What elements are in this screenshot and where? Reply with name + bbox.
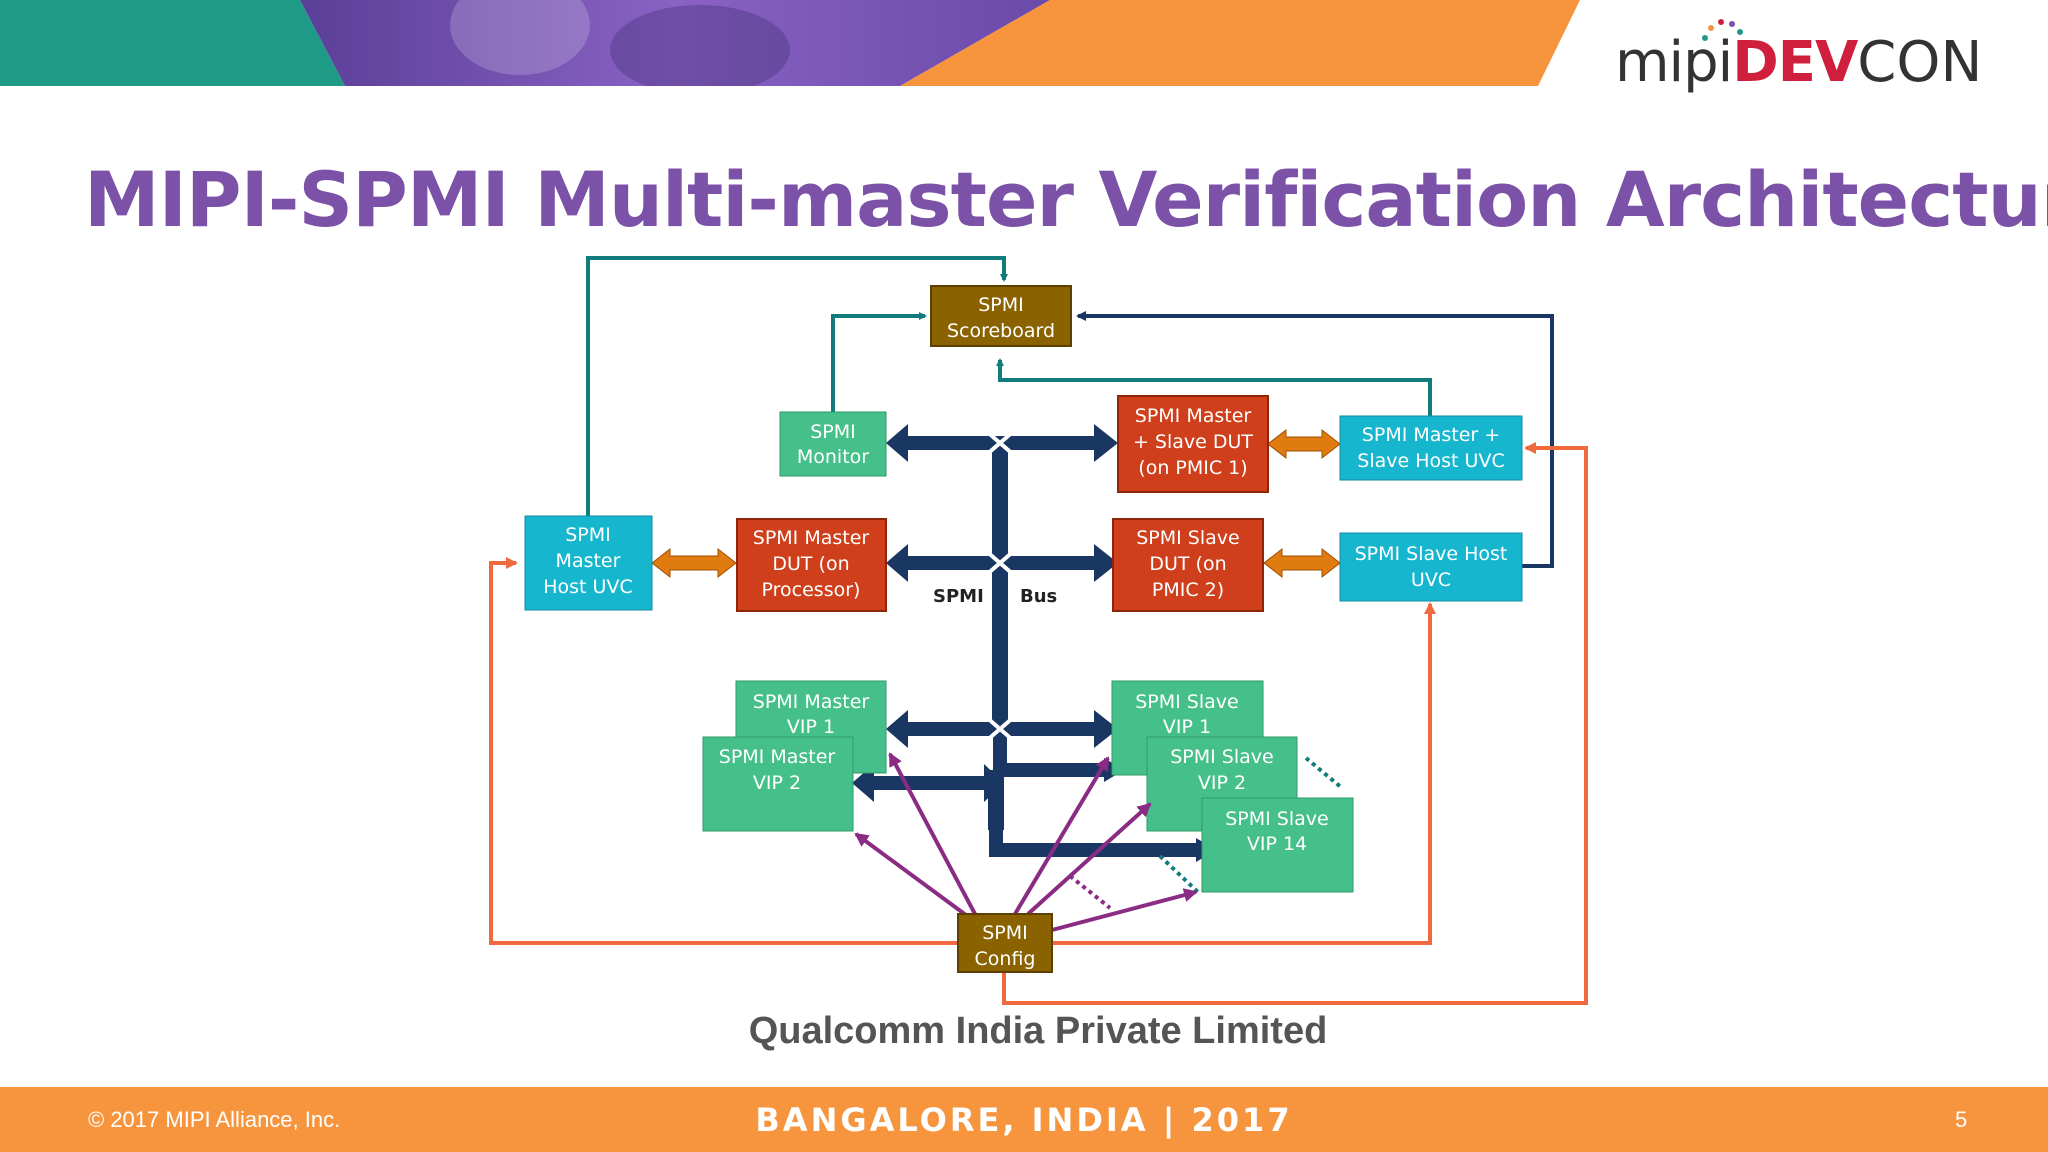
master-slave-uvc-line2: Slave Host UVC (1357, 450, 1504, 472)
master-host-uvc-line2: Master (556, 550, 621, 572)
slave-vip2-line2: VIP 2 (1198, 772, 1246, 794)
master-vip2-line1: SPMI Master (719, 746, 836, 768)
master-dut-line1: SPMI Master (753, 527, 870, 549)
master-dut-line3: Processor) (762, 579, 861, 601)
slave-vip14-line1: SPMI Slave (1225, 808, 1328, 830)
slave-host-uvc-line1: SPMI Slave Host (1355, 543, 1508, 565)
slave-dut-line1: SPMI Slave (1136, 527, 1239, 549)
master-host-uvc-line1: SPMI (565, 524, 611, 546)
master-vip2-line2: VIP 2 (753, 772, 801, 794)
box-master-vip1: SPMI Master VIP 1 (735, 680, 887, 774)
teal-connector-lines (586, 256, 1432, 516)
box-master-vip2: SPMI Master VIP 2 (702, 736, 854, 832)
top-banner (0, 0, 2048, 86)
logo-con-text: CON (1857, 30, 1983, 95)
box-monitor: SPMI Monitor (779, 411, 887, 477)
event-title: BANGALORE, INDIA | 2017 (755, 1101, 1293, 1139)
mipi-devcon-logo: mipiDEVCON (1615, 19, 1983, 100)
slave-host-uvc-line2: UVC (1411, 569, 1451, 591)
bus-label-right: Bus (1020, 586, 1057, 607)
master-vip1-line2: VIP 1 (787, 716, 835, 738)
master-vip1-line1: SPMI Master (753, 691, 870, 713)
monitor-line1: SPMI (810, 421, 856, 443)
box-master-slave-host-uvc: SPMI Master + Slave Host UVC (1339, 415, 1523, 481)
box-slave-vip14: SPMI Slave VIP 14 (1201, 797, 1354, 893)
box-master-slave-dut: SPMI Master + Slave DUT (on PMIC 1) (1117, 395, 1269, 493)
logo-dev-text: DEV (1732, 30, 1858, 95)
footer-bar: © 2017 MIPI Alliance, Inc. BANGALORE, IN… (0, 1087, 2048, 1152)
box-slave-dut: SPMI Slave DUT (on PMIC 2) (1112, 518, 1264, 612)
logo-dots-icon (1702, 19, 1743, 41)
slave-dut-line2: DUT (on (1149, 553, 1226, 575)
page-number: 5 (1955, 1107, 1968, 1132)
master-slave-dut-line2: + Slave DUT (1133, 431, 1253, 453)
slave-dut-line3: PMIC 2) (1152, 579, 1224, 601)
navy-connector-lines (1076, 311, 1554, 568)
orange-double-arrows (651, 428, 1341, 579)
config-arrows (854, 752, 1198, 932)
box-config: SPMI Config (957, 913, 1053, 973)
bus-arrows (852, 424, 1118, 802)
continuation-dots (1068, 756, 1344, 910)
master-dut-line2: DUT (on (772, 553, 849, 575)
master-host-uvc-line3: Host UVC (543, 576, 632, 598)
box-master-host-uvc: SPMI Master Host UVC (524, 515, 653, 611)
master-slave-uvc-line1: SPMI Master + (1362, 424, 1500, 446)
scoreboard-line2: Scoreboard (947, 320, 1055, 342)
spmi-bus (988, 440, 1216, 862)
config-line1: SPMI (982, 922, 1028, 944)
box-slave-host-uvc: SPMI Slave Host UVC (1339, 532, 1523, 602)
slave-vip2-line1: SPMI Slave (1170, 746, 1273, 768)
box-scoreboard: SPMI Scoreboard (930, 285, 1072, 347)
slide-title: MIPI-SPMI Multi-master Verification Arch… (84, 155, 2048, 244)
box-master-dut: SPMI Master DUT (on Processor) (736, 518, 887, 612)
master-slave-dut-line3: (on PMIC 1) (1138, 457, 1247, 479)
scoreboard-line1: SPMI (978, 294, 1024, 316)
master-slave-dut-line1: SPMI Master (1135, 405, 1252, 427)
slave-vip1-line2: VIP 1 (1163, 716, 1211, 738)
config-line2: Config (975, 948, 1036, 970)
logo-mipi-text: mipi (1615, 30, 1733, 95)
orange-config-lines (489, 442, 1588, 1005)
slave-vip1-line1: SPMI Slave (1135, 691, 1238, 713)
copyright-text: © 2017 MIPI Alliance, Inc. (88, 1107, 341, 1132)
bus-label-left: SPMI (933, 586, 984, 607)
monitor-line2: Monitor (797, 446, 869, 468)
slave-vip14-line2: VIP 14 (1247, 833, 1307, 855)
company-caption: Qualcomm India Private Limited (748, 1010, 1328, 1052)
